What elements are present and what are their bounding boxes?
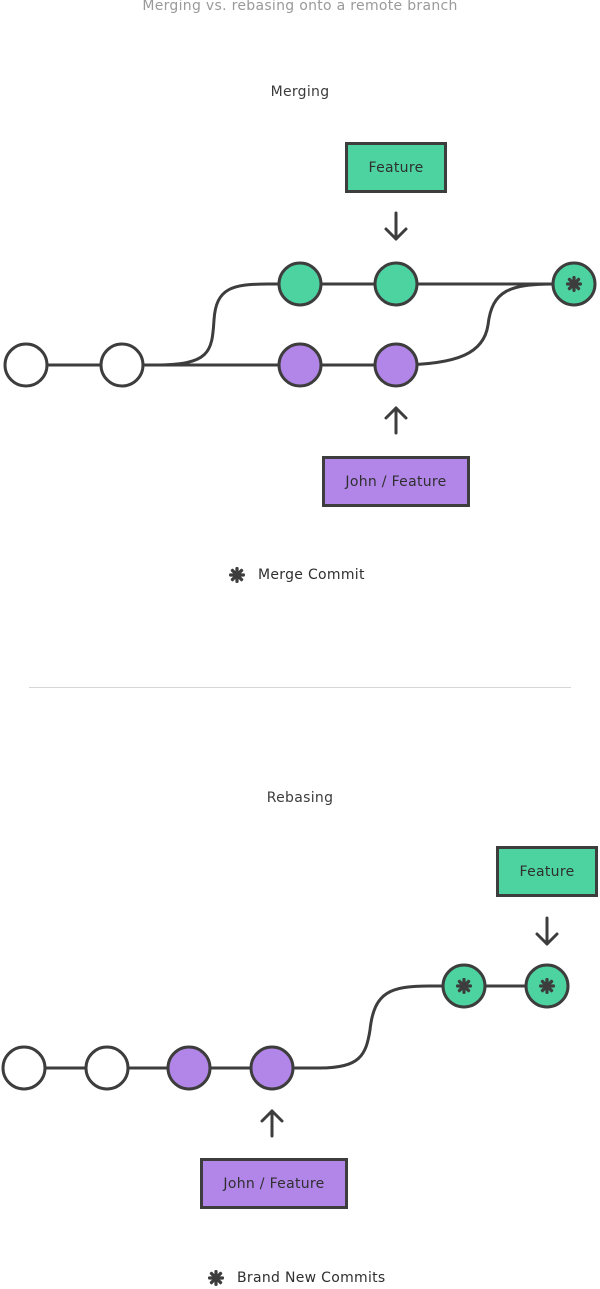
page-title: Merging vs. rebasing onto a remote branc…: [142, 0, 458, 14]
brand-new-commit-asterisk-icon: [208, 1270, 224, 1286]
rebasing-feature-line: [272, 984, 547, 1070]
merging-john-label-box: John / Feature: [322, 456, 470, 507]
rebasing-new-commit-2-icon: [539, 978, 555, 994]
rebasing-feature-label-box: Feature: [496, 846, 598, 897]
rebasing-john-arrow-up-icon: [260, 1109, 284, 1138]
merging-john-label: John / Feature: [345, 473, 447, 490]
merging-john-commit-2: [373, 342, 419, 388]
rebasing-john-label-box: John / Feature: [200, 1158, 348, 1209]
merging-john-arrow-up-icon: [384, 406, 408, 435]
rebasing-commit-2: [84, 1045, 130, 1091]
section-divider: [29, 687, 571, 688]
rebasing-feature-arrow-down-icon: [535, 916, 559, 946]
merging-merge-line: [395, 282, 556, 367]
merging-john-commit-1: [277, 342, 323, 388]
rebasing-john-commit-2: [249, 1045, 295, 1091]
merging-feature-label: Feature: [368, 159, 424, 176]
merging-commit-1: [3, 342, 49, 388]
merge-commit-icon: [566, 276, 582, 292]
rebasing-legend-label: Brand New Commits: [237, 1270, 386, 1286]
merging-feature-label-box: Feature: [345, 142, 447, 193]
merging-legend: Merge Commit: [228, 566, 365, 584]
merging-feature-arrow-down-icon: [384, 211, 408, 241]
rebasing-title: Rebasing: [266, 790, 334, 806]
rebasing-john-commit-1: [166, 1045, 212, 1091]
rebasing-feature-label: Feature: [519, 863, 575, 880]
rebasing-new-commit-1-icon: [456, 978, 472, 994]
rebasing-commit-1: [1, 1045, 47, 1091]
merging-feature-commit-1: [277, 261, 323, 307]
merging-feature-commit-2: [373, 261, 419, 307]
rebasing-branch-lines: [24, 984, 547, 1070]
merging-commit-2: [99, 342, 145, 388]
rebasing-legend: Brand New Commits: [207, 1269, 386, 1287]
merge-commit-asterisk-icon: [229, 567, 245, 583]
rebasing-john-label: John / Feature: [223, 1175, 325, 1192]
merging-feature-line: [154, 282, 555, 367]
merging-legend-label: Merge Commit: [258, 567, 365, 583]
merging-title: Merging: [270, 84, 330, 100]
